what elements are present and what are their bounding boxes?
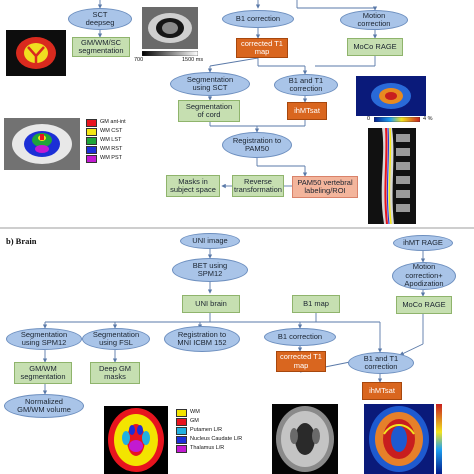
motion-apodization-node: Motion correction+ Apodization: [392, 262, 456, 290]
legend-label: Thalamus L/R: [190, 445, 225, 451]
ihmtsat-colorbar-max: 4 %: [423, 116, 433, 122]
brain-legend-item: GM: [176, 417, 242, 426]
t1-colorbar: [142, 51, 198, 56]
legend-swatch: [176, 444, 187, 453]
spinal-t1-map-image: [142, 7, 198, 49]
brain-legend-item: WM: [176, 408, 242, 417]
b1-t1-correction-brain-node: B1 and T1 correction: [348, 352, 414, 374]
legend-label: Nucleus Caudate L/R: [190, 436, 243, 442]
spinal-legend: GM ant-int WM CST WM LST WM RST WM PST: [86, 118, 126, 163]
registration-mni-node: Registration to MNI ICBM 152: [164, 326, 240, 352]
legend-label: GM: [190, 418, 199, 424]
spinal-legend-item: WM RST: [86, 145, 126, 154]
legend-label: WM CST: [100, 128, 123, 134]
legend-swatch: [86, 145, 97, 154]
legend-label: Putamen L/R: [190, 427, 223, 433]
legend-swatch: [176, 435, 187, 444]
spinal-legend-item: WM PST: [86, 154, 126, 163]
registration-pam50-node: Registration to PAM50: [222, 132, 292, 158]
spinal-legend-item: WM LST: [86, 136, 126, 145]
bet-spm12-node: BET using SPM12: [172, 258, 248, 282]
seg-spm12-node: Segmentation using SPM12: [6, 328, 82, 350]
t1-colorbar-max: 1500 ms: [182, 57, 204, 63]
deep-gm-masks-node: Deep GM masks: [90, 362, 140, 384]
normalized-volume-node: Normalized GM/WM volume: [4, 394, 84, 418]
spinal-vertebral-image: [368, 128, 416, 224]
b1-correction-spinal-node: B1 correction: [222, 10, 294, 28]
uni-image-node: UNI image: [180, 233, 240, 249]
legend-swatch: [86, 118, 97, 127]
legend-label: GM ant-int: [100, 119, 126, 125]
moco-rage-brain-node: MoCo RAGE: [396, 296, 452, 314]
spinal-legend-item: WM CST: [86, 127, 126, 136]
legend-label: WM PST: [100, 155, 122, 161]
brain-legend-item: Thalamus L/R: [176, 444, 242, 453]
brain-legend-item: Putamen L/R: [176, 426, 242, 435]
moco-rage-spinal-node: MoCo RAGE: [347, 38, 403, 56]
legend-swatch: [86, 127, 97, 136]
spinal-legend-item: GM ant-int: [86, 118, 126, 127]
masks-subject-space-node: Masks in subject space: [166, 175, 220, 197]
reverse-transformation-node: Reverse transformation: [232, 175, 284, 197]
legend-swatch: [176, 417, 187, 426]
legend-label: WM RST: [100, 146, 123, 152]
seg-fsl-node: Segmentation using FSL: [82, 328, 150, 350]
b1-correction-brain-node: B1 correction: [264, 328, 336, 346]
spinal-segmentation-image: [6, 30, 66, 76]
gm-wm-segmentation-node: GM/WM segmentation: [14, 362, 72, 384]
motion-correction-spinal-node: Motion correction: [340, 10, 408, 30]
b1-map-node: B1 map: [292, 295, 340, 313]
gm-wm-sc-segmentation-node: GM/WM/SC segmentation: [72, 37, 130, 57]
legend-swatch: [176, 426, 187, 435]
section-b-label: b) Brain: [6, 236, 37, 246]
brain-legend-item: Nucleus Caudate L/R: [176, 435, 242, 444]
uni-brain-node: UNI brain: [182, 295, 240, 313]
legend-label: WM LST: [100, 137, 122, 143]
legend-swatch: [86, 136, 97, 145]
sct-deepseg-node: SCT deepseg: [68, 8, 132, 30]
brain-ihmtsat-image: [364, 404, 434, 474]
brain-t1-map-image: [272, 404, 338, 474]
pam50-labeling-node: PAM50 vertebral labeling/ROI: [292, 176, 358, 198]
ihmtsat-brain-node: ihMTsat: [362, 382, 402, 400]
legend-swatch: [86, 154, 97, 163]
ihmt-rage-node: ihMT RAGE: [393, 235, 453, 251]
legend-label: WM: [190, 409, 200, 415]
ihmtsat-colorbar: [374, 117, 420, 122]
spinal-tract-atlas-image: [4, 118, 80, 170]
brain-legend: WM GM Putamen L/R Nucleus Caudate L/R Th…: [176, 408, 242, 453]
corrected-t1-map-brain-node: corrected T1 map: [276, 351, 326, 372]
brain-segmentation-image: [104, 406, 168, 474]
segmentation-sct-node: Segmentation using SCT: [170, 72, 250, 96]
brain-ihmtsat-colorbar: [436, 404, 442, 474]
ihmtsat-spinal-node: ihMTsat: [287, 102, 327, 120]
ihmtsat-colorbar-min: 0: [367, 116, 371, 122]
t1-colorbar-min: 700: [134, 57, 144, 63]
spinal-ihmtsat-image: [356, 76, 426, 116]
legend-swatch: [176, 408, 187, 417]
segmentation-of-cord-node: Segmentation of cord: [178, 100, 240, 122]
corrected-t1-map-spinal-node: corrected T1 map: [236, 38, 288, 58]
b1-t1-correction-spinal-node: B1 and T1 correction: [274, 74, 338, 96]
